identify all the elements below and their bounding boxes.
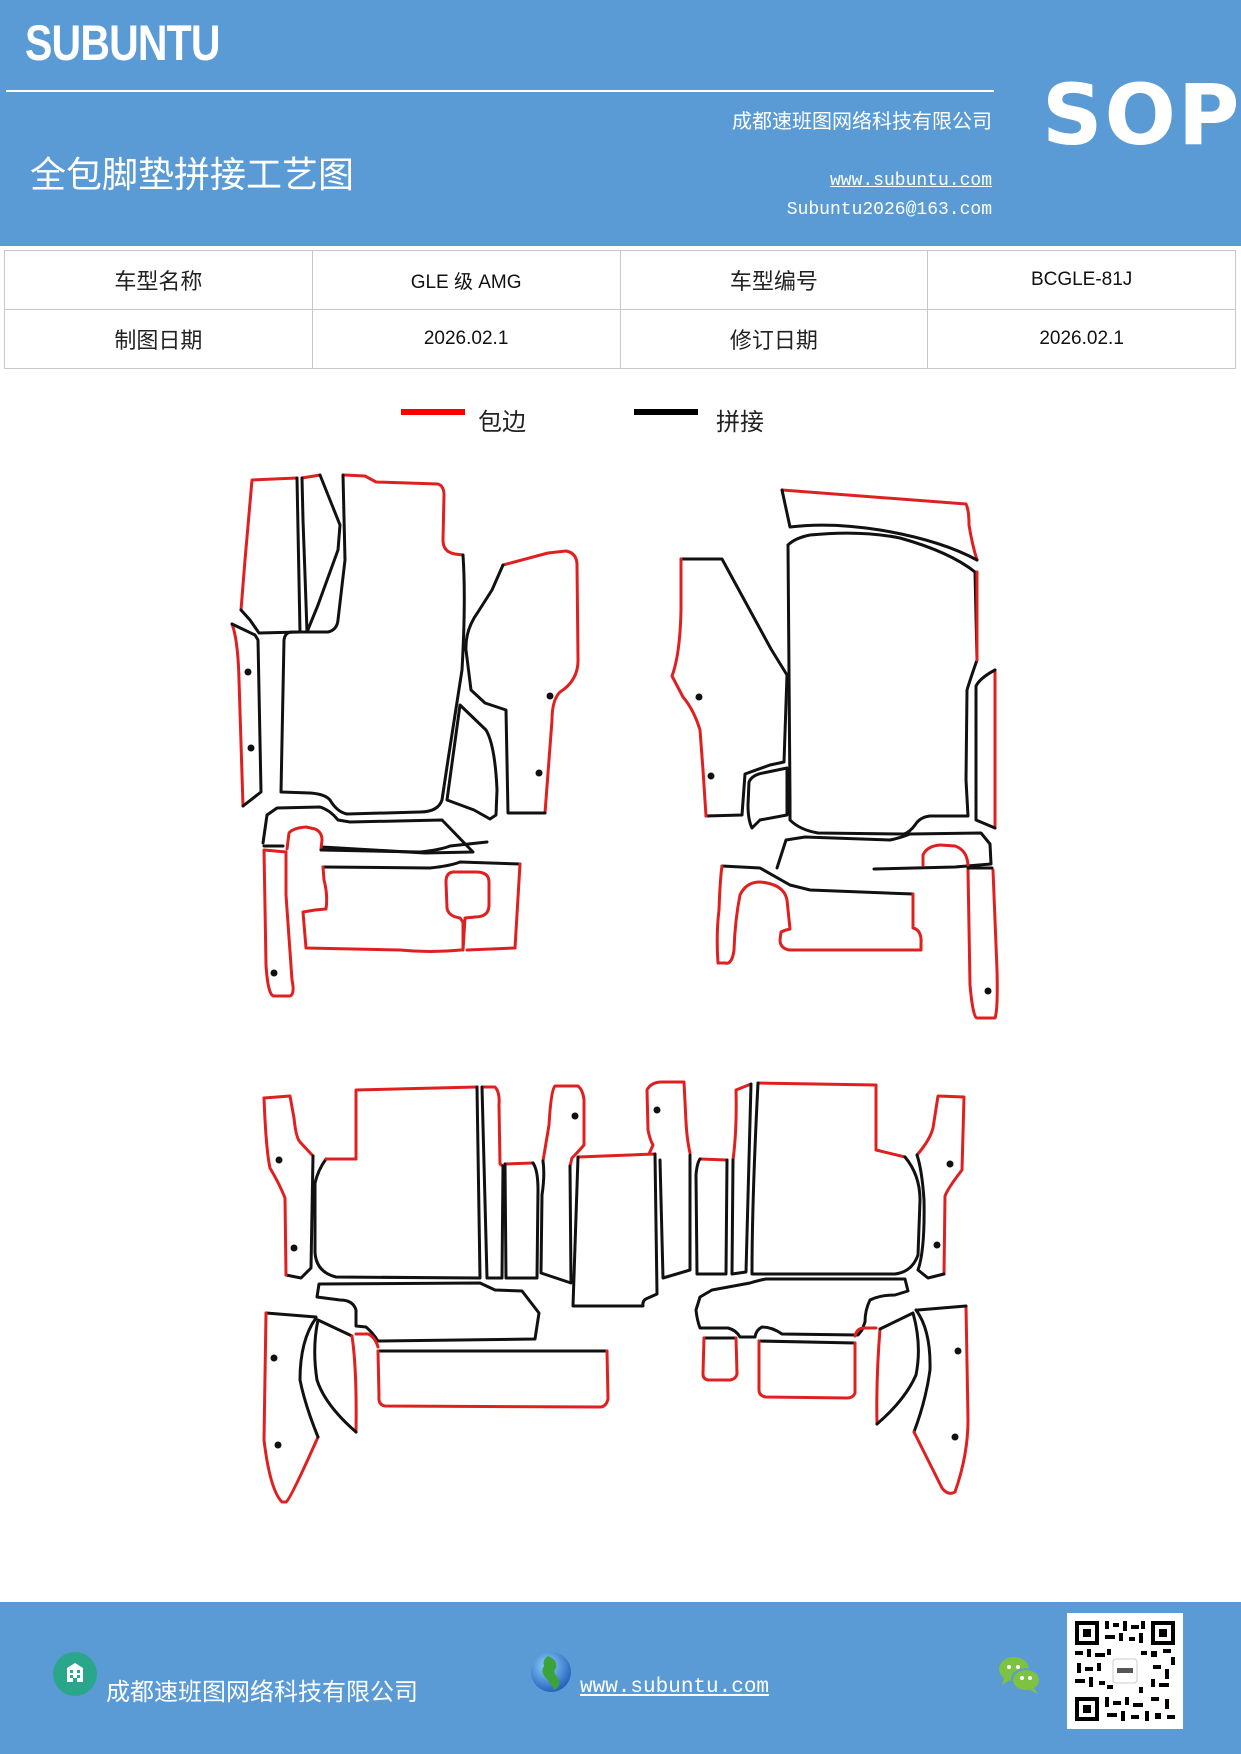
label-model-code: 车型编号 (619, 250, 929, 310)
front-left-group (230, 473, 580, 998)
globe-icon (528, 1650, 574, 1696)
qr-code[interactable] (1067, 1613, 1183, 1729)
value-model-name: GLE 级 AMG (311, 250, 621, 310)
vehicle-info-table: 车型名称 GLE 级 AMG 车型编号 BCGLE-81J 制图日期 2026.… (4, 250, 1236, 369)
website-link[interactable]: www.subuntu.com (829, 171, 992, 191)
label-model-name: 车型名称 (4, 250, 313, 310)
rear-center-group (571, 1080, 692, 1308)
header-divider (6, 90, 994, 92)
company-name: 成都速班图网络科技有限公司 (732, 109, 992, 133)
legend-label-seam: 拼接 (716, 408, 764, 436)
value-draw-date: 2026.02.1 (311, 309, 621, 369)
email-address: Subuntu2026@163.com (786, 200, 992, 220)
footer-company-name: 成都速班图网络科技有限公司 (106, 1678, 418, 1706)
label-revision-date: 修订日期 (619, 309, 929, 369)
value-revision-date: 2026.02.1 (927, 309, 1236, 369)
legend: 包边 拼接 (0, 400, 1241, 440)
brand-logo: SUBUNTU (25, 15, 221, 71)
front-right-group (670, 488, 999, 1020)
building-icon (53, 1652, 97, 1696)
legend-swatch-seam (634, 409, 698, 415)
wechat-icon (996, 1654, 1044, 1698)
rear-right-group (694, 1081, 970, 1495)
value-model-code: BCGLE-81J (927, 250, 1236, 310)
page-title: 全包脚垫拼接工艺图 (30, 155, 355, 196)
legend-swatch-edge (401, 409, 465, 415)
sop-badge: SOP (1042, 66, 1241, 164)
rear-left-group (262, 1084, 610, 1504)
header-banner: SUBUNTU 全包脚垫拼接工艺图 成都速班图网络科技有限公司 www.subu… (0, 0, 1241, 246)
legend-label-edge: 包边 (478, 408, 526, 436)
footer-website-link[interactable]: www.subuntu.com (580, 1676, 770, 1699)
label-draw-date: 制图日期 (4, 309, 313, 369)
table-row: 车型名称 GLE 级 AMG 车型编号 BCGLE-81J (4, 250, 1236, 310)
table-row: 制图日期 2026.02.1 修订日期 2026.02.1 (4, 309, 1236, 369)
footer-banner: 成都速班图网络科技有限公司 www.subuntu.com (0, 1602, 1241, 1754)
